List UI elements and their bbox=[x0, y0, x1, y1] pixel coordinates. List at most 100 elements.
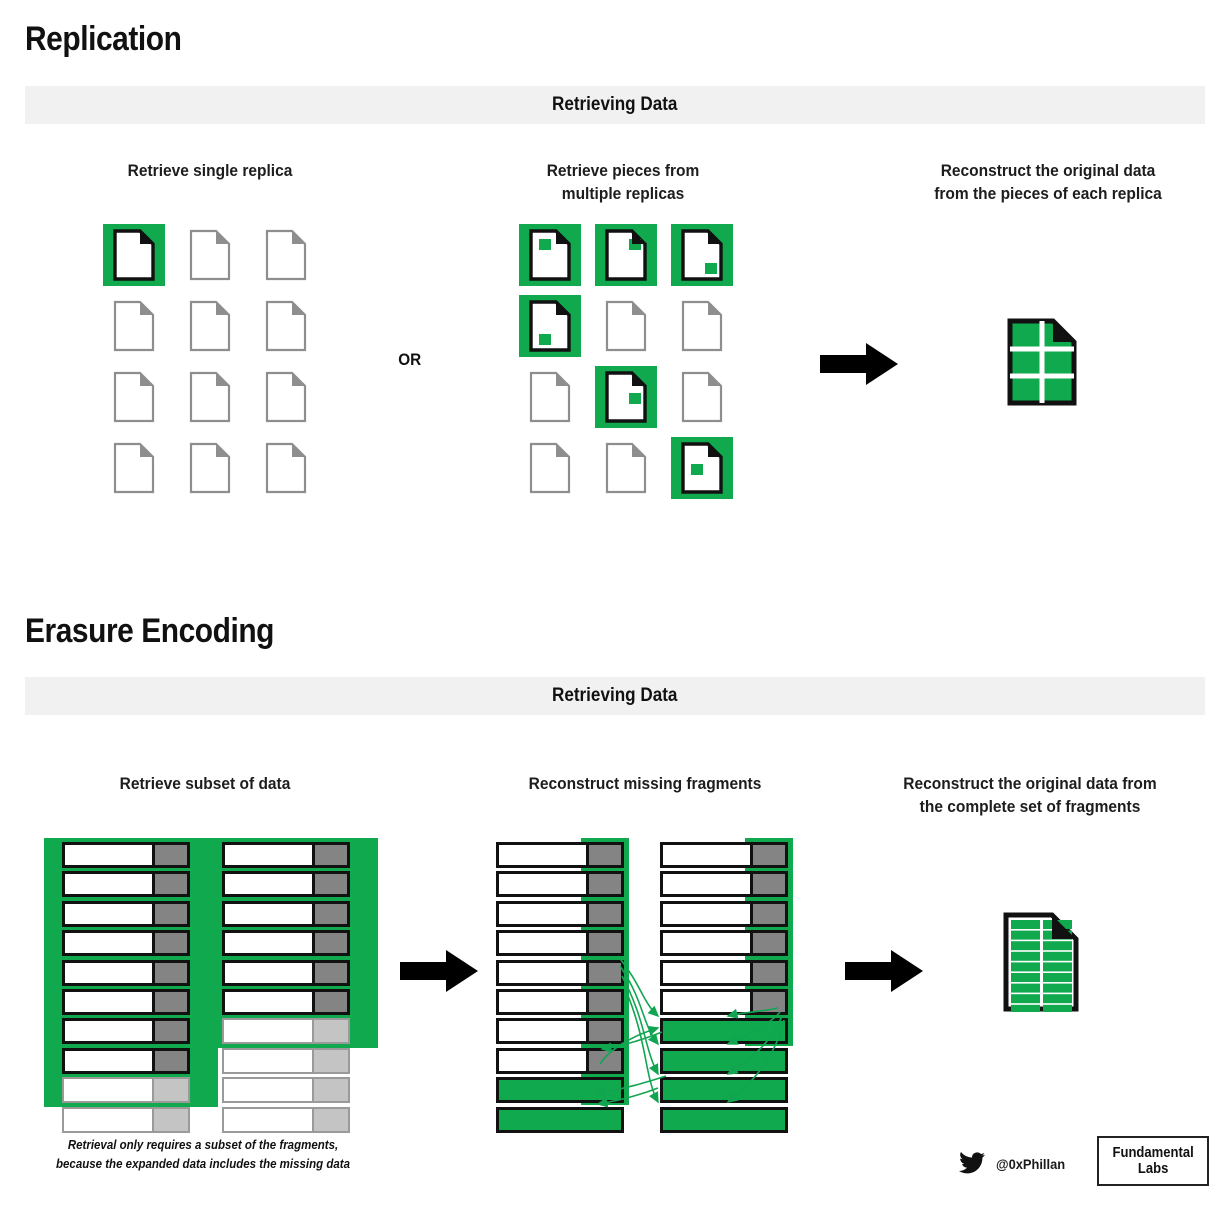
fragment-bar-available bbox=[660, 989, 788, 1015]
fragment-data-part bbox=[62, 1077, 152, 1104]
fragment-parity-part bbox=[312, 1077, 350, 1104]
fragment-data-part bbox=[496, 842, 586, 868]
document-icon-selected bbox=[595, 224, 657, 286]
fragment-bar-available bbox=[62, 989, 190, 1015]
fragment-parity-part bbox=[152, 989, 190, 1015]
twitter-handle[interactable]: @0xPhillan bbox=[996, 1156, 1066, 1172]
fragment-bar-reconstructed bbox=[660, 1047, 788, 1074]
fragment-parity-part bbox=[152, 1047, 190, 1074]
fragment-bar-available bbox=[660, 959, 788, 986]
column-label-retrieve-single-replica: Retrieve single replica bbox=[69, 160, 351, 183]
fragment-data-part bbox=[222, 1018, 312, 1045]
document-icon bbox=[519, 366, 581, 428]
fragment-parity-part bbox=[586, 900, 624, 927]
caption-line-2: because the expanded data includes the m… bbox=[56, 1156, 350, 1171]
fragment-bar-reconstructed bbox=[660, 1106, 788, 1133]
fragment-data-part bbox=[222, 1077, 312, 1104]
fragment-bar-available bbox=[62, 842, 190, 868]
fragment-bar-available bbox=[62, 1047, 190, 1074]
erasure-caption: Retrieval only requires a subset of the … bbox=[33, 1136, 373, 1174]
fragment-parity-part bbox=[586, 959, 624, 986]
fragment-data-part bbox=[62, 842, 152, 868]
fragment-parity-part bbox=[750, 959, 788, 986]
fragment-data-part bbox=[660, 900, 750, 927]
fragment-bar-missing bbox=[222, 1018, 350, 1045]
fragment-data-part bbox=[660, 842, 750, 868]
fragment-data-part bbox=[62, 1047, 152, 1074]
fragment-parity-part bbox=[312, 1047, 350, 1074]
document-icon bbox=[179, 366, 241, 428]
fragment-data-part bbox=[496, 871, 586, 898]
document-icon bbox=[103, 295, 165, 357]
document-icon bbox=[519, 437, 581, 499]
fragment-bar-available bbox=[62, 1018, 190, 1045]
fragment-data-part bbox=[660, 989, 750, 1015]
fragment-data-part bbox=[496, 900, 586, 927]
caption-line-1: Retrieval only requires a subset of the … bbox=[67, 1138, 339, 1152]
label-line-2: the complete set of fragments bbox=[919, 798, 1141, 817]
reconstruct-fragments-panel bbox=[492, 836, 802, 1133]
fragment-parity-part bbox=[312, 842, 350, 868]
document-fragment-cell bbox=[1011, 920, 1040, 929]
fragment-data-part bbox=[62, 871, 152, 898]
arrow-right-icon bbox=[820, 343, 898, 385]
document-fragment-cell bbox=[1043, 941, 1072, 951]
label-line-1: Reconstruct the original data bbox=[940, 162, 1156, 180]
reconstructed-replica-document-icon bbox=[1007, 318, 1077, 406]
document-fragment-cell bbox=[1043, 951, 1072, 961]
fragment-bar-available bbox=[660, 930, 788, 957]
fragment-parity-part bbox=[152, 842, 190, 868]
document-icon bbox=[595, 437, 657, 499]
band-label: Retrieving Data bbox=[552, 94, 678, 115]
fragment-parity-part bbox=[750, 871, 788, 898]
fragment-bar-available bbox=[222, 900, 350, 927]
fragment-bar-available bbox=[62, 930, 190, 957]
band-label: Retrieving Data bbox=[552, 685, 678, 706]
fragment-bar-available bbox=[496, 959, 624, 986]
document-fragment-cell bbox=[1043, 962, 1072, 972]
fragment-data-part bbox=[496, 1047, 586, 1074]
document-icon bbox=[179, 437, 241, 499]
fragment-data-part bbox=[496, 930, 586, 957]
fragment-bar-available bbox=[496, 930, 624, 957]
fragment-parity-part bbox=[312, 989, 350, 1015]
fragment-reconstructed bbox=[660, 1018, 788, 1045]
fragment-parity-part bbox=[312, 871, 350, 898]
fragment-parity-part bbox=[312, 959, 350, 986]
document-fragment-cell bbox=[1011, 973, 1040, 982]
label-line-1: Reconstruct missing fragments bbox=[528, 775, 762, 793]
document-fragment-cell bbox=[1011, 941, 1040, 951]
fragment-parity-part bbox=[152, 1018, 190, 1045]
fragment-data-part bbox=[660, 930, 750, 957]
document-icon bbox=[595, 295, 657, 357]
fragment-parity-part bbox=[152, 1106, 190, 1133]
fragment-bar-reconstructed bbox=[496, 1077, 624, 1104]
fragment-data-part bbox=[660, 871, 750, 898]
or-label: OR bbox=[398, 350, 422, 369]
fragment-data-part bbox=[62, 1018, 152, 1045]
fragment-data-part bbox=[222, 900, 312, 927]
arrow-right-icon bbox=[845, 950, 923, 992]
fragment-data-part bbox=[62, 959, 152, 986]
fragment-data-part bbox=[222, 930, 312, 957]
document-icon-selected bbox=[519, 295, 581, 357]
document-fragment-cell bbox=[1011, 994, 1040, 1004]
document-fragment-cell bbox=[1043, 983, 1072, 993]
document-icon bbox=[255, 366, 317, 428]
fragment-bar-available bbox=[62, 871, 190, 898]
fragment-bar-available bbox=[496, 1018, 624, 1045]
fragment-parity-part bbox=[152, 900, 190, 927]
fragment-bar-reconstructed bbox=[496, 1106, 624, 1133]
fragment-bar-missing bbox=[222, 1106, 350, 1133]
fragment-parity-part bbox=[312, 930, 350, 957]
document-icon-selected bbox=[103, 224, 165, 286]
fragment-data-part bbox=[496, 1018, 586, 1045]
fragment-bar-available bbox=[222, 930, 350, 957]
document-icon bbox=[255, 224, 317, 286]
document-icon bbox=[255, 437, 317, 499]
fragment-data-part bbox=[222, 989, 312, 1015]
label-line-2: multiple replicas bbox=[561, 185, 685, 204]
fragment-bar-available bbox=[222, 871, 350, 898]
